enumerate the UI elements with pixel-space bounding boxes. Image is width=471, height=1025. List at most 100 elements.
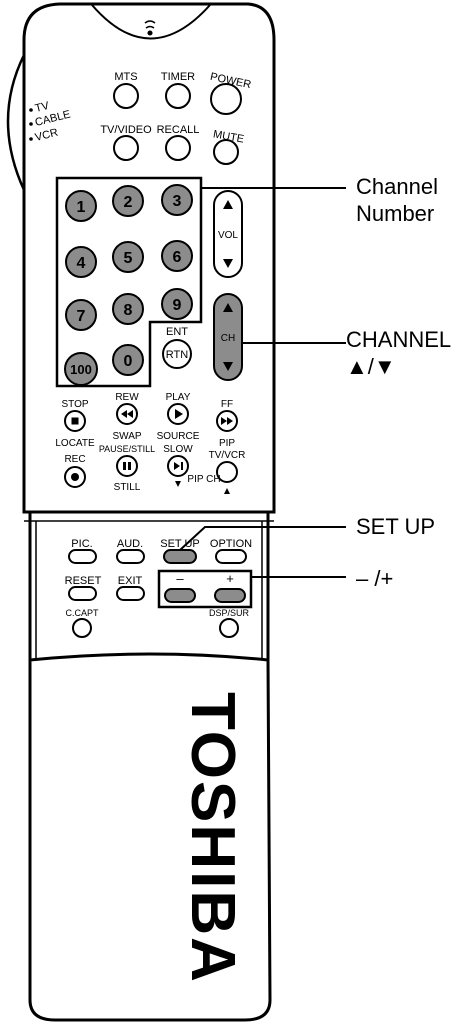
mode-tv-label: TV: [34, 100, 51, 115]
ch-rocker-button[interactable]: [213, 293, 243, 381]
mts-label: MTS: [114, 71, 137, 83]
dsp-sur-label: DSP/SUR: [209, 608, 250, 618]
vol-rocker-button[interactable]: [213, 190, 243, 278]
digit-3-label: 3: [173, 193, 182, 210]
exit-button[interactable]: [116, 586, 145, 601]
option-label: OPTION: [210, 538, 252, 550]
locate-label: LOCATE: [55, 438, 95, 449]
slow-down-icon: [175, 481, 181, 487]
brand-logo: TOSHIBA: [178, 692, 258, 984]
rewind-icon: [121, 410, 133, 418]
down-arrow-icon: [223, 259, 233, 268]
digit-8-button[interactable]: [112, 293, 144, 325]
digit-1-label: 1: [77, 199, 86, 216]
digit-0-button[interactable]: [112, 344, 144, 376]
slow-icon: [174, 462, 183, 470]
digit-100-label: 100: [70, 362, 92, 377]
digit-1-button[interactable]: [65, 190, 97, 222]
mute-button[interactable]: [213, 139, 239, 165]
pic-label: PIC.: [71, 538, 92, 550]
set-up-label: SET UP: [160, 538, 200, 550]
pip-label: PIP: [219, 438, 235, 449]
pause-button[interactable]: [116, 455, 138, 477]
tv-vcr-button[interactable]: [216, 461, 238, 483]
tv-video-button[interactable]: [113, 135, 139, 161]
callout-channel-line1: CHANNEL: [346, 327, 452, 352]
sliding-cover: [28, 652, 272, 1022]
record-icon: [71, 473, 79, 481]
aud-button[interactable]: [116, 549, 145, 564]
digit-100-button[interactable]: [64, 352, 98, 386]
digit-2-button[interactable]: [112, 185, 144, 217]
digit-9-label: 9: [173, 297, 182, 314]
pause-icon: [123, 462, 131, 470]
digit-4-button[interactable]: [65, 246, 97, 278]
set-up-button[interactable]: [163, 549, 197, 564]
minus-button[interactable]: [164, 588, 196, 603]
stop-icon: [71, 417, 79, 425]
digit-5-label: 5: [124, 250, 133, 267]
pip-ch-up-icon: [224, 488, 230, 494]
play-icon: [175, 409, 183, 419]
timer-button[interactable]: [165, 83, 191, 109]
minus-label: –: [176, 571, 184, 586]
mode-switch-dots: [29, 108, 33, 141]
digit-7-label: 7: [77, 308, 86, 325]
callout-channel: CHANNEL ▲/▼: [346, 326, 451, 380]
tv-vcr-label: TV/VCR: [209, 450, 246, 461]
remote-sensor-icon: [144, 20, 156, 36]
brand-logo-text: TOSHIBA: [178, 692, 247, 984]
adjust-frame: [157, 569, 253, 609]
swap-label: SWAP: [112, 431, 141, 442]
callout-channel-number-line1: Channel: [356, 174, 438, 199]
dsp-sur-button[interactable]: [219, 618, 239, 638]
digit-3-button[interactable]: [161, 184, 193, 216]
still-label: STILL: [114, 482, 141, 493]
recall-button[interactable]: [165, 135, 191, 161]
tv-video-label: TV/VIDEO: [100, 124, 152, 136]
pip-ch-label: PIP CH: [187, 474, 220, 485]
play-label: PLAY: [166, 392, 191, 403]
option-button[interactable]: [215, 549, 247, 564]
digit-6-label: 6: [173, 249, 182, 266]
pause-still-label: PAUSE/STILL: [99, 444, 155, 454]
pic-button[interactable]: [68, 549, 97, 564]
source-label: SOURCE: [157, 431, 200, 442]
up-arrow-icon: [223, 200, 233, 209]
plus-button[interactable]: [214, 588, 246, 603]
reset-button[interactable]: [68, 586, 97, 601]
digit-6-button[interactable]: [161, 240, 193, 272]
stop-label: STOP: [61, 399, 88, 410]
callout-line-set-up: [179, 526, 346, 551]
plus-label: +: [226, 571, 234, 586]
ff-label: FF: [221, 399, 233, 410]
sensor-arc: [91, 4, 211, 40]
rtn-label: RTN: [166, 349, 188, 361]
ent-label: ENT: [166, 326, 188, 338]
digit-buttons: [64, 184, 193, 386]
ch-up-arrow-icon: [223, 303, 233, 312]
power-button[interactable]: [210, 83, 242, 115]
digit-0-label: 0: [124, 353, 133, 370]
recall-label: RECALL: [157, 124, 200, 136]
rtn-button[interactable]: [162, 339, 192, 369]
fast-forward-icon: [221, 417, 233, 425]
slow-label: SLOW: [163, 444, 193, 455]
timer-label: TIMER: [161, 71, 195, 83]
callout-set-up: SET UP: [356, 514, 436, 539]
digit-5-button[interactable]: [112, 241, 144, 273]
callout-channel-number: Channel Number: [356, 173, 438, 227]
ch-down-arrow-icon: [223, 362, 233, 371]
digit-9-button[interactable]: [161, 288, 193, 320]
digit-4-label: 4: [77, 255, 86, 272]
digit-2-label: 2: [124, 194, 133, 211]
ch-label: CH: [221, 333, 235, 344]
mts-button[interactable]: [113, 83, 139, 109]
rec-label: REC: [64, 454, 85, 465]
mode-vcr-label: VCR: [34, 127, 59, 144]
digit-7-button[interactable]: [65, 299, 97, 331]
c-capt-button[interactable]: [72, 618, 92, 638]
mode-switch-bulge: [6, 54, 26, 191]
digit-8-label: 8: [124, 302, 133, 319]
